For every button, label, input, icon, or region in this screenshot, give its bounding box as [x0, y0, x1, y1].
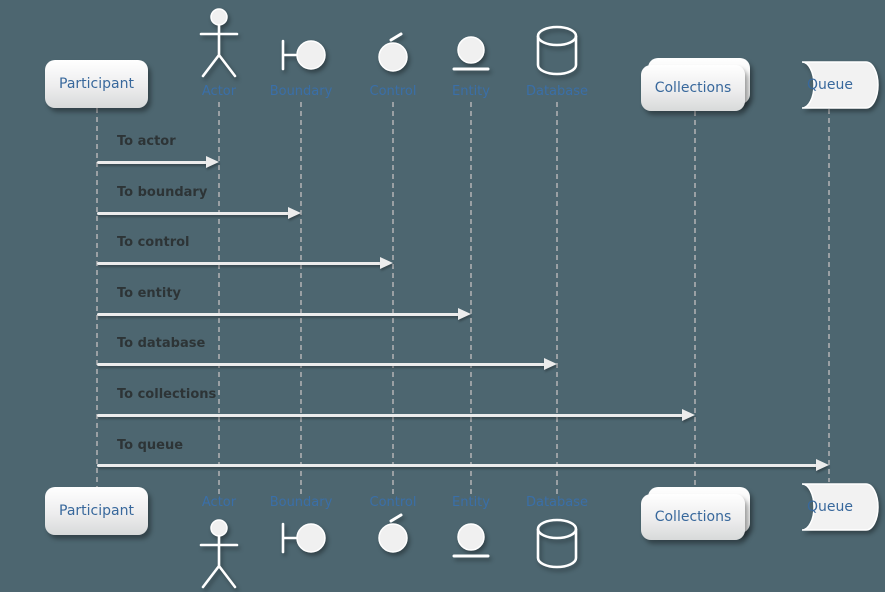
- message-arrow-to-collections: [97, 414, 684, 417]
- message-label: To actor: [117, 134, 176, 149]
- message-arrow-to-queue: [97, 464, 818, 467]
- queue-icon: [801, 483, 879, 531]
- message-arrow-to-database: [97, 363, 546, 366]
- participant-box-bottom: Participant: [45, 487, 148, 535]
- queue-icon: [801, 61, 879, 109]
- lifeline-boundary: [300, 102, 302, 494]
- database-label-bottom: Database: [525, 495, 589, 510]
- message-label: To collections: [117, 387, 217, 402]
- arrowhead-icon: [682, 409, 695, 421]
- participant-box-top: Participant: [45, 60, 148, 108]
- boundary-label-bottom: Boundary: [269, 495, 333, 510]
- lifeline-collections: [694, 111, 696, 487]
- queue-box-top: Queue: [788, 60, 872, 109]
- collections-label: Collections: [654, 509, 732, 525]
- entity-icon: [452, 36, 490, 71]
- lifeline-queue: [828, 109, 830, 482]
- entity-icon: [452, 523, 490, 558]
- message-label: To control: [117, 235, 190, 250]
- message-arrow-to-boundary: [97, 212, 290, 215]
- control-label-bottom: Control: [369, 495, 417, 510]
- collections-label: Collections: [654, 80, 732, 96]
- control-icon: [378, 513, 408, 553]
- database-label-top: Database: [525, 84, 589, 99]
- control-icon: [378, 32, 408, 72]
- arrowhead-icon: [288, 207, 301, 219]
- queue-label: Queue: [807, 76, 853, 93]
- message-arrow-to-entity: [97, 313, 460, 316]
- database-icon: [536, 25, 578, 76]
- actor-icon: [199, 8, 239, 78]
- queue-box-bottom: Queue: [788, 482, 872, 531]
- lifeline-entity: [470, 102, 472, 494]
- arrowhead-icon: [380, 257, 393, 269]
- message-label: To queue: [117, 438, 184, 453]
- lifeline-actor: [218, 102, 220, 494]
- lifeline-participant: [96, 108, 98, 487]
- entity-label-bottom: Entity: [452, 495, 490, 510]
- database-icon: [536, 518, 578, 569]
- arrowhead-icon: [816, 459, 829, 471]
- collections-box-bottom: Collections: [641, 494, 745, 540]
- boundary-label-top: Boundary: [269, 84, 333, 99]
- boundary-icon: [281, 39, 326, 71]
- boundary-icon: [281, 522, 326, 554]
- entity-label-top: Entity: [452, 84, 490, 99]
- actor-icon: [199, 519, 239, 589]
- queue-label: Queue: [807, 498, 853, 515]
- arrowhead-icon: [544, 358, 557, 370]
- collections-box-top: Collections: [641, 65, 745, 111]
- participant-label: Participant: [59, 76, 134, 92]
- actor-label-top: Actor: [201, 84, 237, 99]
- participant-label: Participant: [59, 503, 134, 519]
- lifeline-database: [556, 102, 558, 494]
- message-arrow-to-actor: [97, 161, 208, 164]
- message-arrow-to-control: [97, 262, 382, 265]
- arrowhead-icon: [458, 308, 471, 320]
- message-label: To boundary: [117, 185, 208, 200]
- actor-label-bottom: Actor: [201, 495, 237, 510]
- message-label: To database: [117, 336, 206, 351]
- lifeline-control: [392, 102, 394, 494]
- control-label-top: Control: [369, 84, 417, 99]
- message-label: To entity: [117, 286, 182, 301]
- arrowhead-icon: [206, 156, 219, 168]
